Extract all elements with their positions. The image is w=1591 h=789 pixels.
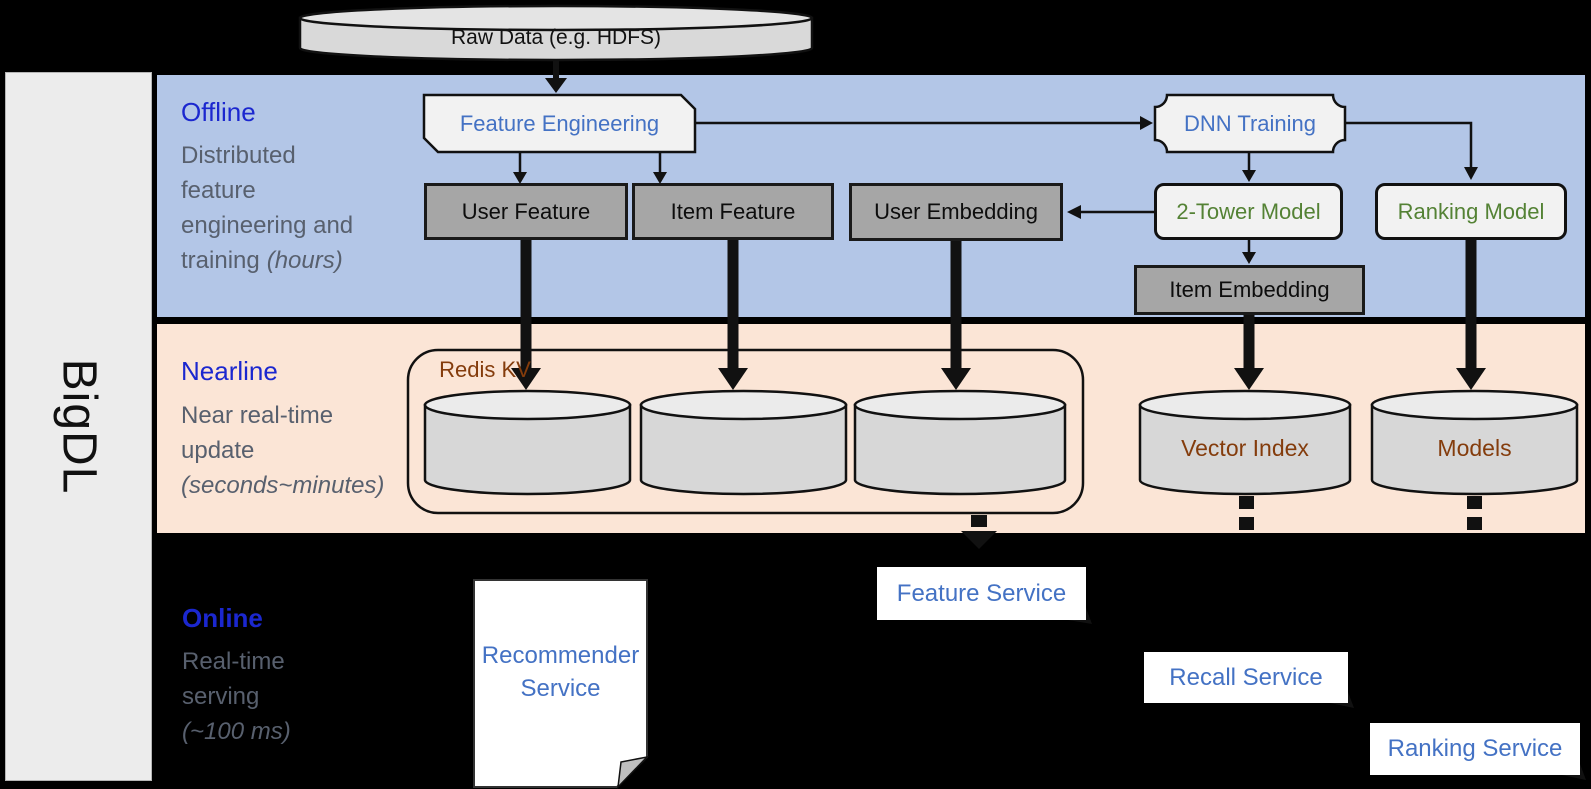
models-label: Models	[1437, 434, 1512, 461]
arrow-itemembedding-to-vectorindex	[1234, 313, 1264, 390]
user-embedding-box: User Embedding	[849, 183, 1063, 241]
arrow-rankingmodel-to-models	[1456, 240, 1486, 390]
redis-cylinder-3	[853, 389, 1067, 496]
arrow-twotower-to-itemembedding	[1242, 240, 1256, 264]
ranking-service-label: Ranking Service	[1387, 735, 1563, 762]
vector-index-label: Vector Index	[1181, 434, 1309, 461]
arrow-dnn-to-twotower	[1242, 152, 1256, 182]
dnn-training-label: DNN Training	[1183, 110, 1317, 136]
redis-kv-label: Redis KV	[439, 357, 531, 382]
arrow-fe-to-dnn	[695, 116, 1153, 130]
online-description: Real-time serving (~100 ms)	[182, 648, 291, 745]
redis-kv-container	[406, 348, 1085, 515]
arrow-itemfeature-to-redis	[718, 240, 748, 390]
user-feature-box: User Feature	[424, 183, 628, 240]
dashed-arrow-models-to-rankingservice	[1467, 496, 1482, 530]
ranking-model-box: Ranking Model	[1375, 183, 1567, 240]
nearline-description: Near real-time update (seconds~minutes)	[181, 402, 385, 499]
online-section-title: Online	[182, 603, 263, 633]
offline-description: Distributed feature engineering and trai…	[181, 142, 354, 274]
raw-data-label: Raw Data (e.g. HDFS)	[450, 26, 662, 49]
arrow-dnn-to-rankingmodel	[1345, 121, 1478, 180]
ranking-service-card	[1370, 723, 1586, 780]
feature-service-card	[877, 567, 1092, 624]
item-feature-box: Item Feature	[632, 183, 834, 240]
arrow-rawdata-to-fe	[545, 60, 567, 93]
arrow-userembedding-to-redis	[941, 240, 971, 390]
feature-service-label: Feature Service	[896, 579, 1067, 607]
redis-cylinder-2	[639, 389, 848, 496]
redis-cylinder-1	[423, 389, 632, 496]
nearline-section-title: Nearline	[181, 356, 278, 386]
feature-engineering-label: Feature Engineering	[459, 110, 660, 136]
feature-engineering-shape	[422, 93, 697, 154]
arrow-fe-to-userfeature	[513, 152, 527, 184]
bigdl-sidebar: BigDL	[5, 72, 152, 781]
item-embedding-box: Item Embedding	[1134, 265, 1365, 315]
two-tower-model-box: 2-Tower Model	[1154, 183, 1343, 240]
dnn-training-shape	[1153, 93, 1347, 154]
arrow-twotower-to-userembedding	[1067, 205, 1154, 219]
offline-section-title: Offline	[181, 97, 256, 127]
recommender-service-label: Recommender Service	[481, 642, 640, 702]
recall-service-label: Recall Service	[1169, 663, 1323, 691]
models-cylinder	[1370, 389, 1579, 496]
dashed-arrow-vectorindex-to-recallservice	[1239, 496, 1254, 530]
recommender-service-document	[473, 579, 650, 789]
dashed-arrow-redis-to-featureservice	[961, 515, 997, 549]
arrow-fe-to-itemfeature	[653, 152, 667, 184]
vector-index-cylinder	[1138, 389, 1352, 496]
raw-data-cylinder	[298, 4, 814, 62]
arrow-userfeature-to-redis	[511, 240, 541, 390]
recall-service-card	[1144, 652, 1354, 708]
